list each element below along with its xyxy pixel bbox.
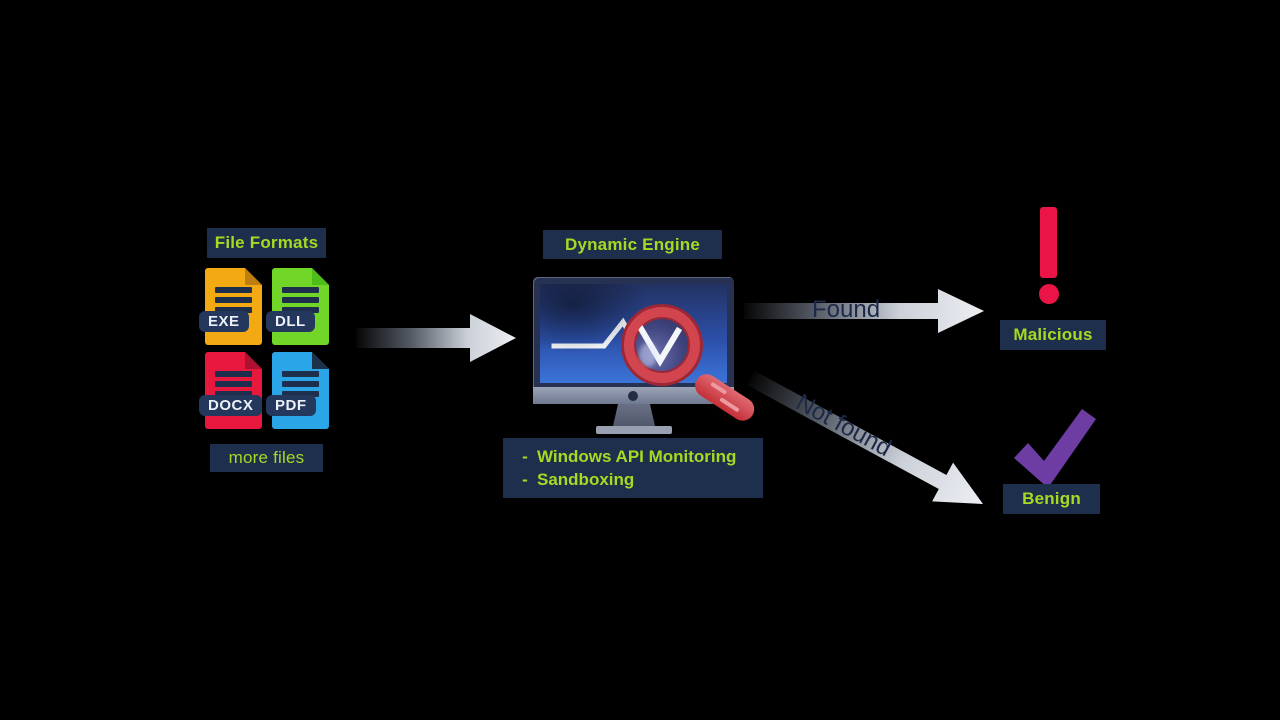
exclamation-icon: [1040, 207, 1057, 278]
checkmark-icon: [1014, 409, 1096, 488]
file-tag-docx: DOCX: [199, 395, 263, 416]
file-tag-exe: EXE: [199, 311, 249, 332]
malicious-label-box: Malicious: [1000, 320, 1106, 350]
magnified-line-icon: [635, 322, 683, 367]
engine-features-panel: - Windows API Monitoring - Sandboxing: [503, 438, 763, 498]
file-icon-dll: DLL: [266, 268, 329, 345]
file-fold-corner: [312, 352, 329, 369]
file-text-lines: [215, 287, 252, 317]
file-text-lines: [282, 287, 319, 317]
input-arrow-icon: [356, 314, 516, 362]
file-fold-corner: [312, 268, 329, 285]
file-tag-pdf: PDF: [266, 395, 316, 416]
magnifier-icon: [624, 307, 700, 383]
handle-stripe: [710, 381, 728, 395]
not-found-arrow-icon: [747, 370, 984, 504]
dynamic-engine-title: Dynamic Engine: [543, 230, 722, 259]
file-fold-corner: [245, 352, 262, 369]
bullet-dash: -: [522, 447, 528, 466]
file-formats-title-label: File Formats: [214, 233, 319, 252]
file-icon-exe: EXE: [199, 268, 262, 345]
file-fold-corner: [245, 268, 262, 285]
file-text-lines: [282, 371, 319, 401]
monitor-stand-neck: [613, 404, 655, 426]
file-icon-docx: DOCX: [199, 352, 263, 429]
more-files-label: more files: [210, 444, 323, 472]
more-files-text: more files: [228, 448, 305, 467]
file-text-lines: [215, 371, 252, 401]
monitor-camera-dot: [628, 391, 638, 401]
dynamic-engine-title-label: Dynamic Engine: [564, 234, 701, 254]
bullet-dash: -: [522, 470, 528, 489]
feature-item: - Windows API Monitoring: [513, 445, 751, 468]
handle-stripe: [719, 397, 740, 413]
benign-label: Benign: [1022, 489, 1081, 508]
found-arrow-label: Found: [812, 296, 881, 323]
benign-label-box: Benign: [1003, 484, 1100, 514]
file-formats-title: File Formats: [207, 228, 326, 258]
monitor-stand-base: [596, 426, 672, 434]
not-found-arrow: Not found: [739, 355, 996, 527]
malicious-label: Malicious: [1013, 325, 1093, 344]
file-icon-pdf: PDF: [266, 352, 329, 429]
lens-highlight: [639, 343, 657, 367]
feature-text: Sandboxing: [537, 470, 635, 489]
file-tag-dll: DLL: [266, 311, 315, 332]
exclamation-dot: [1039, 284, 1059, 304]
feature-item: - Sandboxing: [513, 468, 751, 491]
found-arrow-icon: [744, 289, 984, 333]
feature-text: Windows API Monitoring: [537, 447, 737, 466]
